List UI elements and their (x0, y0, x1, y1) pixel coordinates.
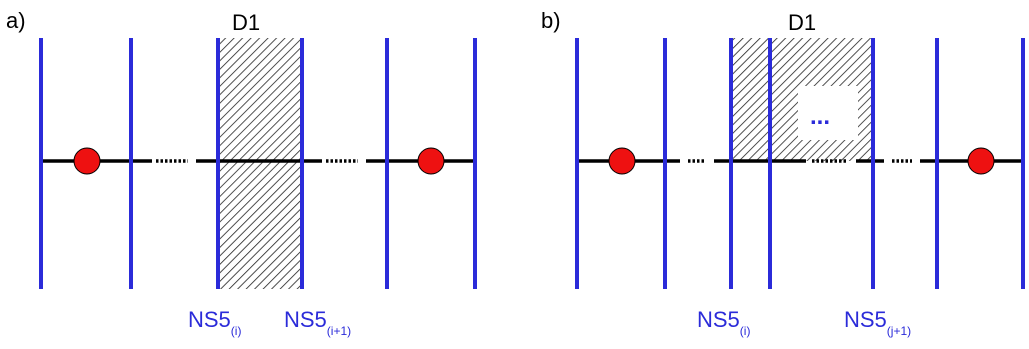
d1-label-a: D1 (232, 10, 260, 35)
d1-label-b: D1 (788, 10, 816, 35)
red-dot-b-right (967, 147, 995, 175)
ns5-label-b-right: NS5(j+1) (844, 307, 911, 338)
panel-a: a) D1 NS5(i) NS5(i+1) (6, 8, 477, 338)
red-dot-a-right (417, 147, 445, 175)
red-dot-a-left (73, 147, 101, 175)
red-dot-b-left (608, 147, 636, 175)
ns5-label-a-left: NS5(i) (188, 307, 241, 338)
ns5-label-b-left: NS5(i) (697, 307, 750, 338)
panel-b: b) ... D1 NS5(i) NS5( (541, 8, 1025, 338)
ns5-label-a-right: NS5(i+1) (284, 307, 351, 338)
dots-box-b (798, 86, 858, 140)
dots-label-b: ... (810, 103, 830, 130)
panel-a-label: a) (6, 8, 26, 33)
panel-b-label: b) (541, 8, 561, 33)
d1-region-a (218, 38, 302, 289)
